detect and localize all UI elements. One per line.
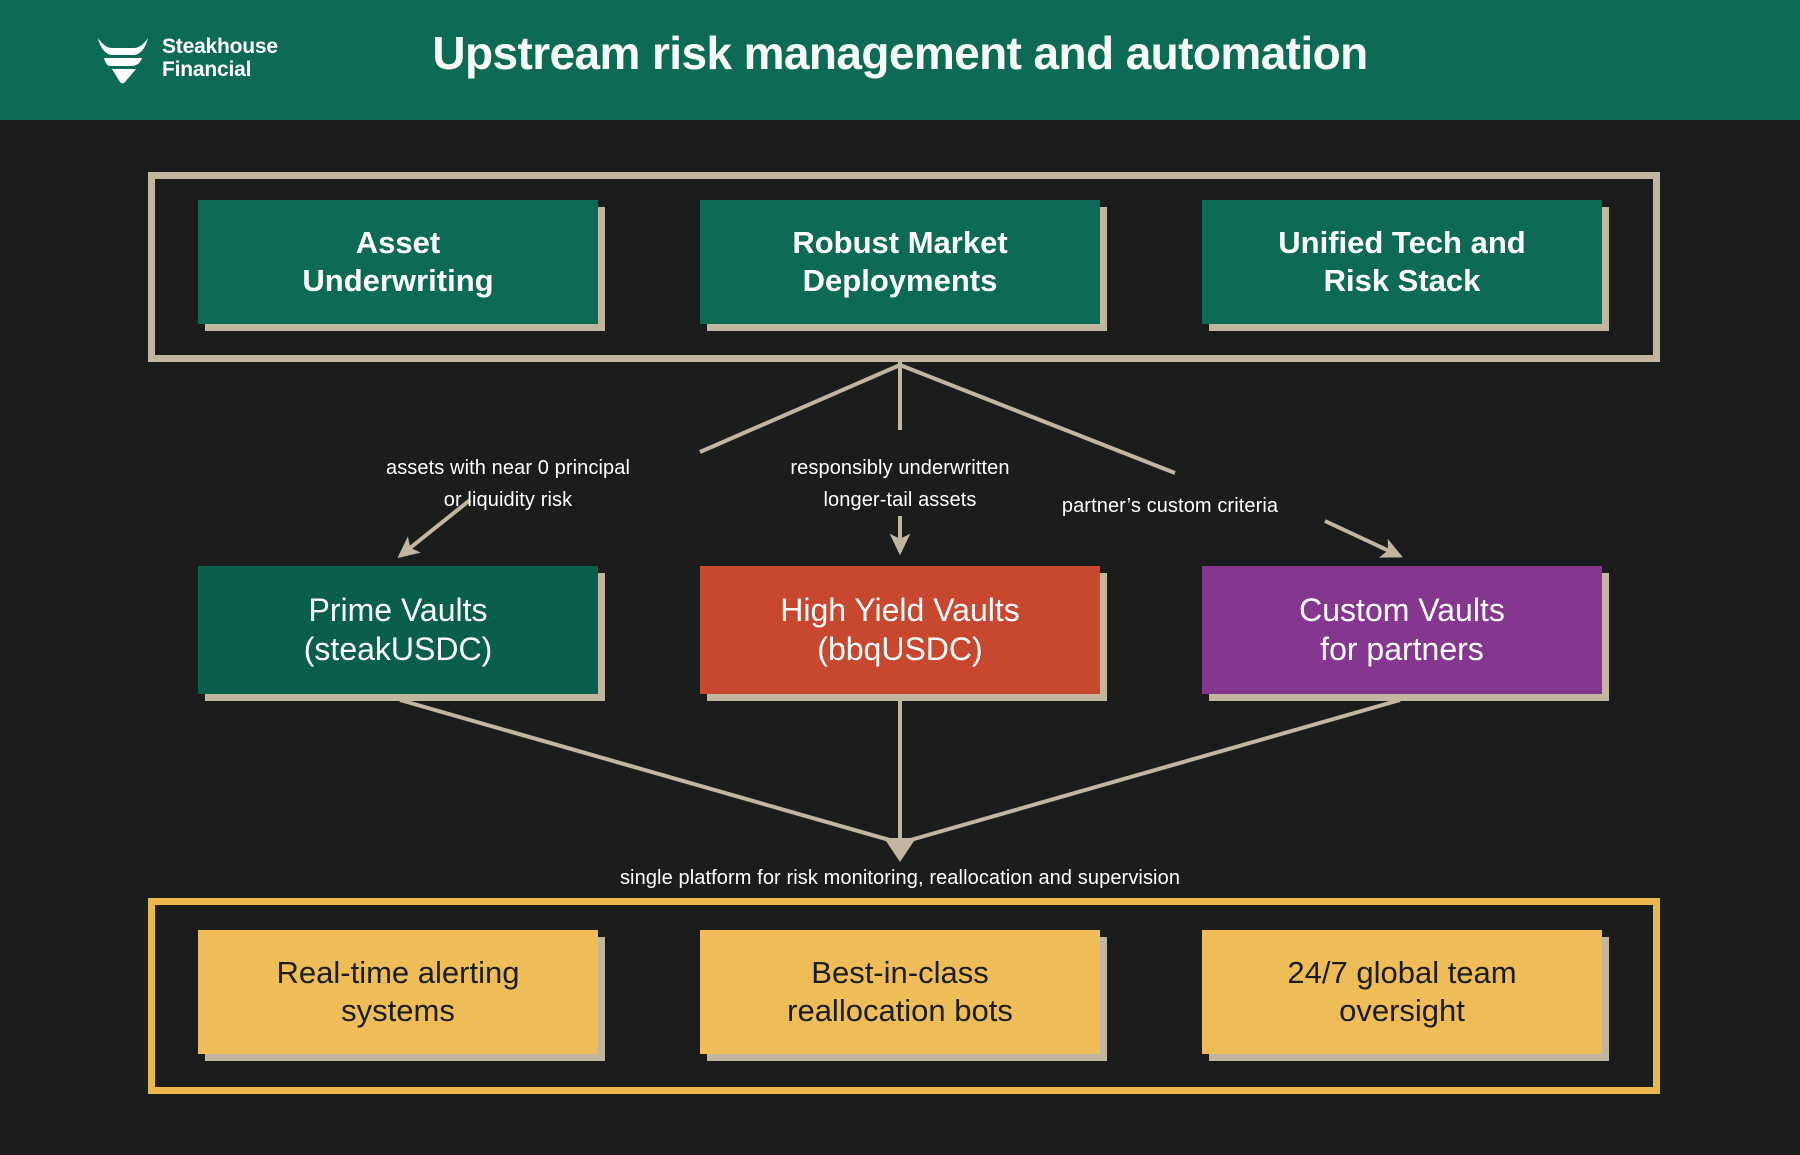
node-robust-market-deployments[interactable]: Robust Market Deployments [700, 200, 1100, 324]
brand-wordmark: Steakhouse Financial [162, 35, 278, 81]
edge-label-to-high-yield: responsibly underwritten longer-tail ass… [790, 457, 1010, 512]
bottom-layer-frame [148, 898, 1660, 1094]
header-bar: Steakhouse Financial Upstream risk manag… [0, 0, 1800, 120]
node-global-team-oversight[interactable]: 24/7 global team oversight [1202, 930, 1602, 1054]
node-unified-tech-risk-stack[interactable]: Unified Tech and Risk Stack [1202, 200, 1602, 324]
edge-custom-to-platform [899, 698, 1401, 845]
edge-label-to-platform: single platform for risk monitoring, rea… [619, 867, 1181, 889]
page-title: Upstream risk management and automation [432, 27, 1368, 79]
node-asset-underwriting[interactable]: Asset Underwriting [198, 200, 598, 324]
brand-logo: Steakhouse Financial [96, 34, 278, 84]
steakhouse-bull-logo-icon [98, 38, 148, 84]
node-reallocation-bots[interactable]: Best-in-class reallocation bots [700, 930, 1100, 1054]
edge-platform-arrowhead [884, 838, 916, 862]
node-prime-vaults[interactable]: Prime Vaults (steakUSDC) [198, 566, 598, 694]
top-layer-frame [148, 172, 1660, 362]
node-high-yield-vaults[interactable]: High Yield Vaults (bbqUSDC) [700, 566, 1100, 694]
node-real-time-alerting[interactable]: Real-time alerting systems [198, 930, 598, 1054]
edge-label-to-prime: assets with near 0 principal or liquidit… [385, 457, 631, 512]
edge-top-to-left [699, 363, 901, 454]
edge-label-to-custom: partner’s custom criteria [1061, 495, 1279, 517]
edge-to-custom-arrow [1324, 519, 1403, 558]
node-custom-vaults[interactable]: Custom Vaults for partners [1202, 566, 1602, 694]
edge-prime-to-platform [399, 698, 901, 845]
